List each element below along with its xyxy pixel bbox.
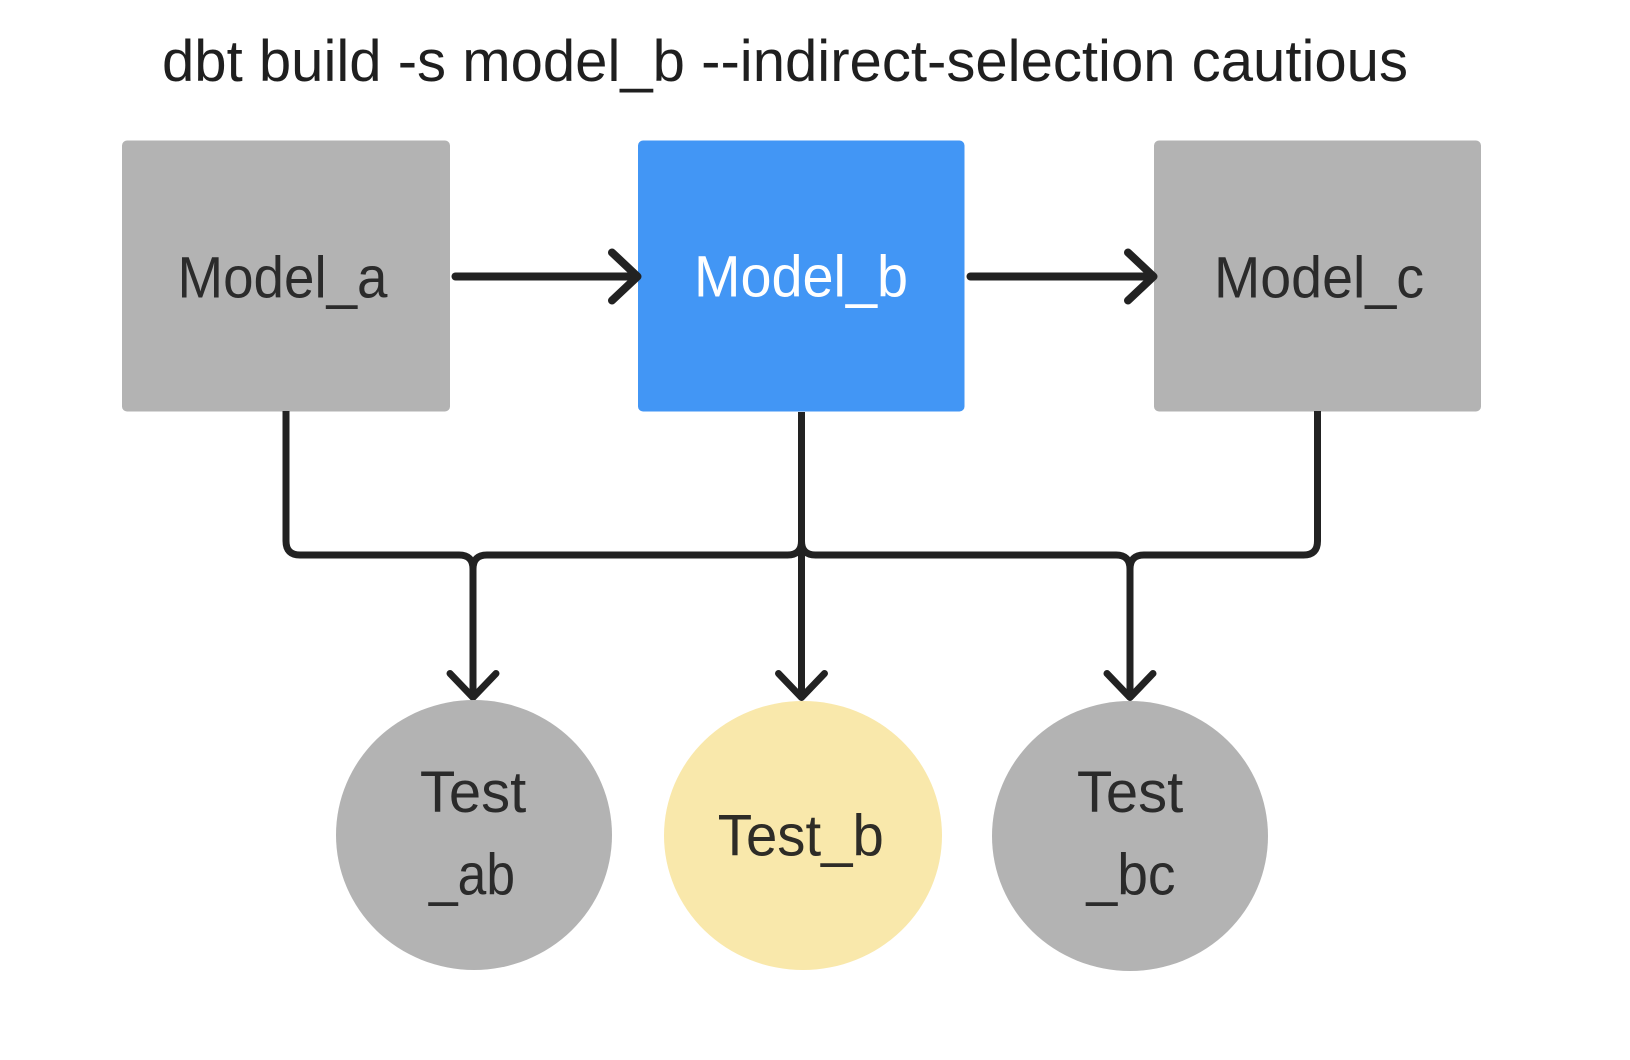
- svg-text:Test: Test: [1077, 760, 1183, 825]
- svg-text:Model_b: Model_b: [694, 245, 908, 310]
- svg-text:Model_c: Model_c: [1214, 246, 1424, 311]
- svg-text:Model_a: Model_a: [178, 246, 389, 311]
- svg-text:Test_b: Test_b: [718, 804, 884, 869]
- svg-text:dbt build -s model_b --indirec: dbt build -s model_b --indirect-selectio…: [162, 29, 1408, 94]
- svg-text:_bc: _bc: [1086, 843, 1176, 908]
- svg-text:Test: Test: [420, 760, 526, 825]
- svg-text:_ab: _ab: [428, 843, 515, 908]
